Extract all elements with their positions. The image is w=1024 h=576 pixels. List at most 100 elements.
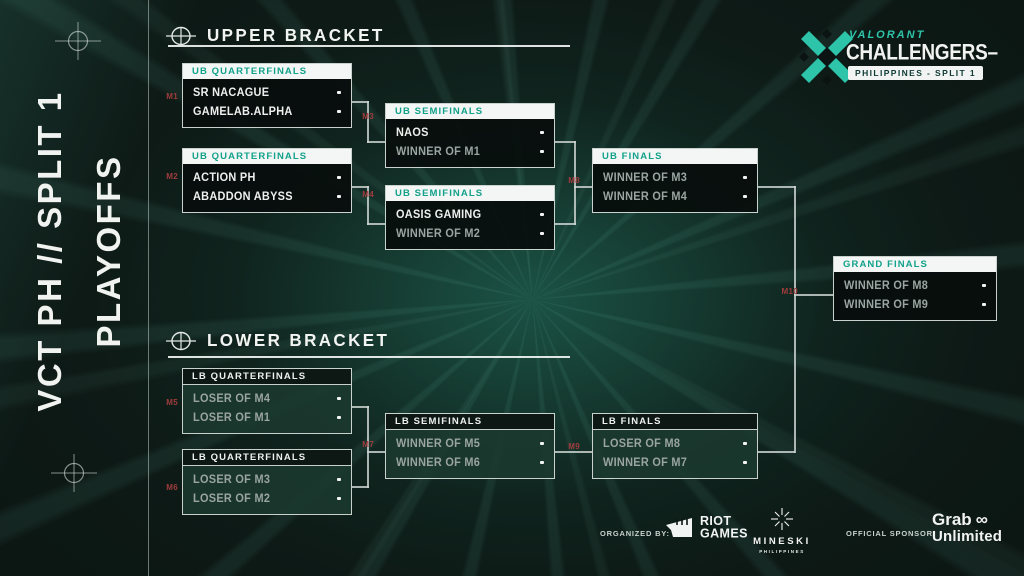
team-row: LOSER OF M2 [183,489,351,508]
team-name: WINNER OF M9 [844,298,929,311]
connector-line [352,486,369,488]
connector-line [758,451,795,453]
riot-text-line2: GAMES [700,525,748,541]
connector-line [555,451,592,453]
match-label-m10: M10 [781,287,798,296]
circle-plus-icon [166,331,196,351]
connector-line [574,141,576,188]
connector-line [352,406,369,408]
event-title-line2: PLAYOFFS [90,154,127,348]
team-name: WINNER OF M4 [603,190,688,203]
round-header: LB QUARTERFINALS [183,450,351,466]
vct-logo-icon [799,29,855,85]
team-name: OASIS GAMING [396,208,482,221]
score-dot [337,478,341,481]
match-label-m1: M1 [166,92,178,101]
connector-line [574,186,576,225]
score-dot [743,195,747,198]
team-name: WINNER OF M8 [844,279,929,292]
team-row: WINNER OF M7 [593,453,757,472]
match-box-grand-finals: GRAND FINALS WINNER OF M8 WINNER OF M9 [833,256,997,321]
score-dot [540,131,544,134]
team-row: ACTION PH [183,168,351,187]
round-header: LB SEMIFINALS [386,414,554,430]
match-box-m3: UB SEMIFINALS NAOS WINNER OF M1 [385,103,555,168]
team-name: WINNER OF M2 [396,227,481,240]
grab-sub-text: Unlimited [932,528,1003,545]
match-label-m9: M9 [568,442,580,451]
team-row: NAOS [386,123,554,142]
score-dot [337,397,341,400]
match-label-m8: M8 [568,176,580,185]
round-header: LB QUARTERFINALS [183,369,351,385]
score-dot [982,284,986,287]
connector-line [352,186,369,188]
team-row: LOSER OF M3 [183,470,351,489]
team-name: ABADDON ABYSS [193,190,293,203]
team-name: SR NACAGUE [193,86,270,99]
upper-bracket-label: UPPER BRACKET [207,25,385,46]
team-name: WINNER OF M6 [396,456,481,469]
riot-games-logo: RIOT GAMES [664,514,748,540]
grab-unlimited-logo: Grab∞ Unlimited [932,510,1003,545]
team-row: ABADDON ABYSS [183,187,351,206]
round-header: UB SEMIFINALS [386,104,554,119]
match-box-m6: LB QUARTERFINALS LOSER OF M3 LOSER OF M2 [182,449,352,515]
infinity-icon: ∞ [975,510,988,529]
connector-line [555,141,576,143]
connector-line [555,223,576,225]
match-label-m7: M7 [362,440,374,449]
team-name: LOSER OF M3 [193,473,271,486]
score-dot [743,176,747,179]
score-dot [337,497,341,500]
connector-line [367,101,369,143]
team-name: ACTION PH [193,171,256,184]
team-row: WINNER OF M6 [386,453,554,472]
match-label-m6: M6 [166,483,178,492]
upper-bracket-title: UPPER BRACKET [166,25,385,47]
left-divider-line [148,0,149,576]
score-dot [337,176,341,179]
match-label-m3: M3 [362,112,374,121]
round-header: UB FINALS [593,149,757,164]
team-row: WINNER OF M1 [386,142,554,161]
connector-line [794,186,796,453]
connector-line [367,451,385,453]
team-row: GAMELAB.ALPHA [183,102,351,121]
mineski-text: MINESKI [753,536,811,547]
score-dot [743,461,747,464]
team-row: OASIS GAMING [386,205,554,224]
round-header: UB SEMIFINALS [386,186,554,201]
team-row: WINNER OF M9 [834,295,996,314]
score-dot [540,150,544,153]
score-dot [337,91,341,94]
team-name: GAMELAB.ALPHA [193,105,293,118]
circle-plus-icon [166,26,196,46]
connector-line [367,406,369,488]
score-dot [982,303,986,306]
event-title-vertical: VCT PH // SPLIT 1 PLAYOFFS [20,1,140,501]
match-box-m8: UB FINALS WINNER OF M3 WINNER OF M4 [592,148,758,213]
lower-bracket-label: LOWER BRACKET [207,330,390,351]
team-name: WINNER OF M3 [603,171,688,184]
score-dot [540,232,544,235]
score-dot [743,442,747,445]
match-box-m9: LB FINALS LOSER OF M8 WINNER OF M7 [592,413,758,479]
team-row: LOSER OF M8 [593,434,757,453]
mineski-star-icon [771,508,793,530]
match-label-m5: M5 [166,398,178,407]
score-dot [540,461,544,464]
riot-text-line1: RIOT [700,513,732,529]
round-header: UB QUARTERFINALS [183,149,351,164]
team-name: LOSER OF M4 [193,392,271,405]
match-box-m4: UB SEMIFINALS OASIS GAMING WINNER OF M2 [385,185,555,250]
connector-line [758,186,796,188]
score-dot [337,110,341,113]
match-label-m2: M2 [166,172,178,181]
match-box-m7: LB SEMIFINALS WINNER OF M5 WINNER OF M6 [385,413,555,479]
team-name: NAOS [396,126,429,139]
round-header: GRAND FINALS [834,257,996,272]
match-box-m5: LB QUARTERFINALS LOSER OF M4 LOSER OF M1 [182,368,352,434]
score-dot [540,213,544,216]
valorant-wordmark: VALORANT [849,29,926,41]
